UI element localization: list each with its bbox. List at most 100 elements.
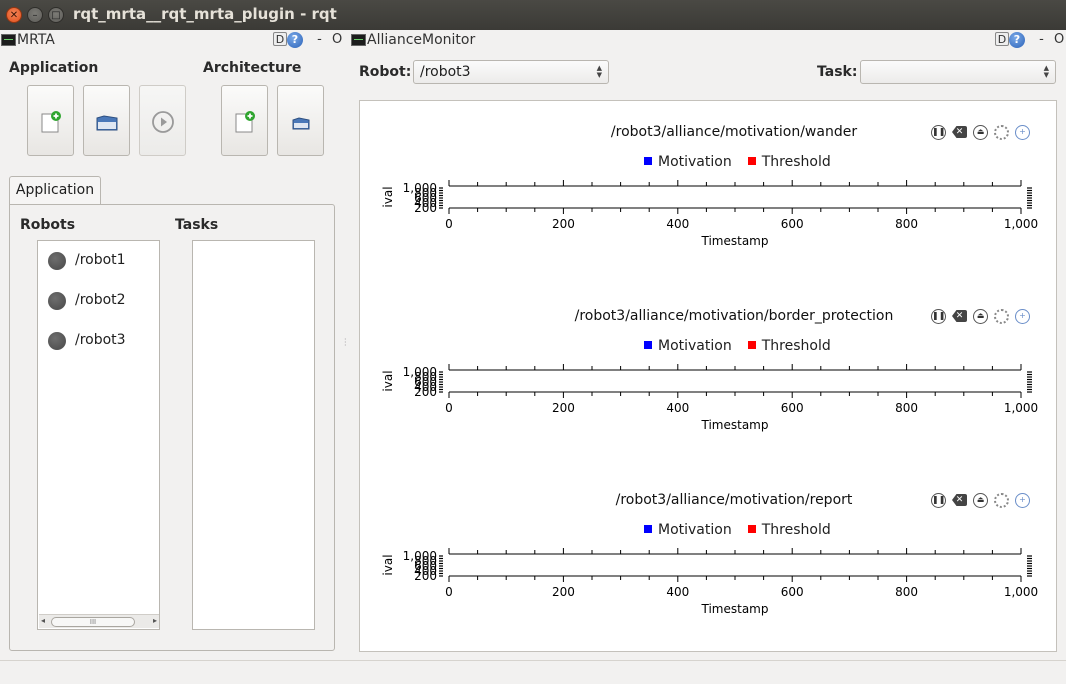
maximize-window-button[interactable]: □ <box>48 7 64 23</box>
x-tick-label: 600 <box>781 401 804 415</box>
pause-icon[interactable]: ❚❚ <box>931 309 946 324</box>
x-tick-label: 0 <box>445 217 453 231</box>
plugin-icon <box>351 34 366 46</box>
dock-close-button[interactable]: O <box>331 32 343 47</box>
y-tick-label: 200 <box>414 385 437 399</box>
help-icon[interactable]: ? <box>1009 32 1025 48</box>
gear-icon[interactable] <box>994 309 1009 324</box>
zoom-icon[interactable]: + <box>1015 309 1030 324</box>
window-title: rqt_mrta__rqt_mrta_plugin - rqt <box>73 5 337 23</box>
zoom-icon[interactable]: + <box>1015 125 1030 140</box>
zoom-icon[interactable]: + <box>1015 493 1030 508</box>
legend-label: Motivation <box>658 338 732 354</box>
help-icon[interactable]: ? <box>287 32 303 48</box>
legend-item: Motivation <box>644 154 732 170</box>
x-axis-label: Timestamp <box>701 418 769 432</box>
tab-application[interactable]: Application <box>9 176 101 204</box>
y-tick-label: 1,000 <box>403 181 437 195</box>
plot-title: /robot3/alliance/motivation/report <box>615 492 853 508</box>
robot-status-icon <box>48 252 66 270</box>
y-tick-label: 400 <box>414 564 437 578</box>
tasks-list[interactable] <box>192 240 315 630</box>
mrta-dock-header: MRTA D? - O <box>1 31 351 51</box>
robot-label: Robot: <box>359 64 412 80</box>
x-tick-label: 600 <box>781 217 804 231</box>
plots-panel <box>359 100 1057 652</box>
eject-icon[interactable]: ⏏ <box>973 493 988 508</box>
clear-icon[interactable]: ✕ <box>952 494 967 506</box>
x-tick-label: 400 <box>666 217 689 231</box>
legend-label: Motivation <box>658 522 732 538</box>
y-tick-label: 600 <box>414 559 437 573</box>
eject-icon[interactable]: ⏏ <box>973 309 988 324</box>
x-tick-label: 1,000 <box>1004 217 1038 231</box>
task-label: Task: <box>817 64 858 80</box>
x-tick-label: 1,000 <box>1004 585 1038 599</box>
robot-status-icon <box>48 292 66 310</box>
pause-icon[interactable]: ❚❚ <box>931 493 946 508</box>
alliance-dock-controls: D? - O <box>995 32 1064 48</box>
legend-label: Motivation <box>658 154 732 170</box>
scroll-left-icon[interactable]: ◂ <box>41 616 46 625</box>
mrta-dock-controls: D? - O <box>273 32 342 48</box>
pause-icon[interactable]: ❚❚ <box>931 125 946 140</box>
plot-controls: ❚❚ ✕ ⏏ + <box>931 125 1036 141</box>
legend-swatch <box>644 341 652 349</box>
x-tick-label: 0 <box>445 401 453 415</box>
new-application-button[interactable] <box>27 85 74 156</box>
mrta-dock-title: MRTA <box>17 32 55 48</box>
tasks-label: Tasks <box>175 217 219 233</box>
robots-list[interactable]: /robot1 /robot2 /robot3 ◂ III ▸ <box>37 240 160 630</box>
open-folder-icon <box>292 117 310 130</box>
plugin-icon <box>1 34 16 46</box>
run-application-button[interactable] <box>139 85 186 156</box>
y-axis-label: ival <box>381 186 395 207</box>
x-tick-label: 200 <box>552 585 575 599</box>
x-tick-label: 200 <box>552 401 575 415</box>
status-bar <box>0 660 1066 684</box>
y-axis-label: ival <box>381 370 395 391</box>
clear-icon[interactable]: ✕ <box>952 126 967 138</box>
legend-swatch <box>644 525 652 533</box>
open-architecture-button[interactable] <box>277 85 324 156</box>
gear-icon[interactable] <box>994 493 1009 508</box>
splitter-handle[interactable]: ··· <box>344 335 347 350</box>
y-tick-label: 200 <box>414 201 437 215</box>
x-axis-label: Timestamp <box>701 602 769 616</box>
plot-legend: Motivation Threshold <box>644 154 831 170</box>
robot-select[interactable]: /robot3 ▲▼ <box>413 60 609 84</box>
x-tick-label: 1,000 <box>1004 401 1038 415</box>
x-tick-label: 800 <box>895 217 918 231</box>
scroll-right-icon[interactable]: ▸ <box>152 616 157 625</box>
eject-icon[interactable]: ⏏ <box>973 125 988 140</box>
y-tick-label: 400 <box>414 196 437 210</box>
clear-icon[interactable]: ✕ <box>952 310 967 322</box>
plot-controls: ❚❚ ✕ ⏏ + <box>931 493 1036 509</box>
x-tick-label: 0 <box>445 585 453 599</box>
legend-label: Threshold <box>761 522 831 538</box>
legend-label: Threshold <box>761 154 831 170</box>
y-tick-label: 1,000 <box>403 549 437 563</box>
new-architecture-button[interactable] <box>221 85 268 156</box>
legend-item: Threshold <box>747 522 831 538</box>
minimize-window-button[interactable]: – <box>27 7 43 23</box>
dock-d-button[interactable]: D <box>995 32 1009 46</box>
dock-d-button[interactable]: D <box>273 32 287 46</box>
gear-icon[interactable] <box>994 125 1009 140</box>
dock-close-button[interactable]: O <box>1053 32 1065 47</box>
open-folder-icon <box>96 115 118 131</box>
dock-minimize-button[interactable]: - <box>1039 32 1044 47</box>
robots-label: Robots <box>20 217 76 233</box>
dock-minimize-button[interactable]: - <box>317 32 322 47</box>
legend-item: Motivation <box>644 522 732 538</box>
open-application-button[interactable] <box>83 85 130 156</box>
close-window-button[interactable]: ✕ <box>6 7 22 23</box>
application-section-label: Application <box>9 60 99 76</box>
scrollbar-thumb[interactable]: III <box>51 617 135 627</box>
robots-horizontal-scrollbar[interactable]: ◂ III ▸ <box>39 614 159 628</box>
task-select[interactable]: ▲▼ <box>860 60 1056 84</box>
